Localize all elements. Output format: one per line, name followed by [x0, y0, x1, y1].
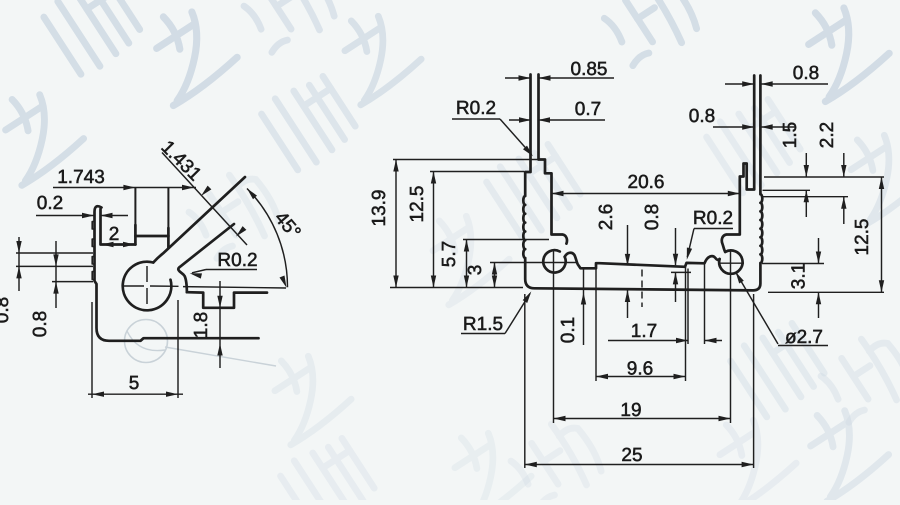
svg-text:1.8: 1.8 — [191, 312, 212, 338]
svg-text:0.8: 0.8 — [642, 204, 663, 230]
svg-text:0.8: 0.8 — [0, 297, 13, 323]
svg-text:13.9: 13.9 — [369, 190, 390, 227]
svg-text:5: 5 — [129, 373, 140, 394]
svg-text:25: 25 — [621, 445, 642, 466]
svg-text:2: 2 — [109, 224, 120, 245]
svg-text:3.1: 3.1 — [789, 263, 810, 289]
svg-text:0.7: 0.7 — [575, 99, 601, 120]
svg-text:12.5: 12.5 — [407, 186, 428, 223]
svg-text:0.1: 0.1 — [558, 317, 579, 343]
svg-text:0.8: 0.8 — [793, 63, 819, 84]
svg-text:5.7: 5.7 — [439, 241, 460, 267]
svg-text:12.5: 12.5 — [852, 219, 873, 256]
svg-text:0.85: 0.85 — [571, 59, 608, 80]
svg-text:9.6: 9.6 — [627, 359, 653, 380]
svg-text:2.2: 2.2 — [817, 122, 838, 148]
svg-text:2.6: 2.6 — [596, 204, 617, 230]
svg-text:R0.2: R0.2 — [693, 208, 733, 229]
svg-text:0.2: 0.2 — [37, 193, 63, 214]
svg-text:R0.2: R0.2 — [217, 250, 257, 271]
svg-text:20.6: 20.6 — [628, 172, 665, 193]
svg-text:0.8: 0.8 — [30, 311, 51, 337]
svg-text:1.7: 1.7 — [631, 321, 657, 342]
svg-text:19: 19 — [620, 400, 641, 421]
svg-text:0.8: 0.8 — [689, 106, 715, 127]
svg-text:1.743: 1.743 — [57, 167, 105, 188]
svg-text:1.5: 1.5 — [780, 122, 801, 148]
svg-text:ø2.7: ø2.7 — [785, 327, 823, 348]
svg-text:R0.2: R0.2 — [456, 98, 496, 119]
svg-text:3: 3 — [465, 265, 486, 276]
svg-text:R1.5: R1.5 — [463, 314, 503, 335]
